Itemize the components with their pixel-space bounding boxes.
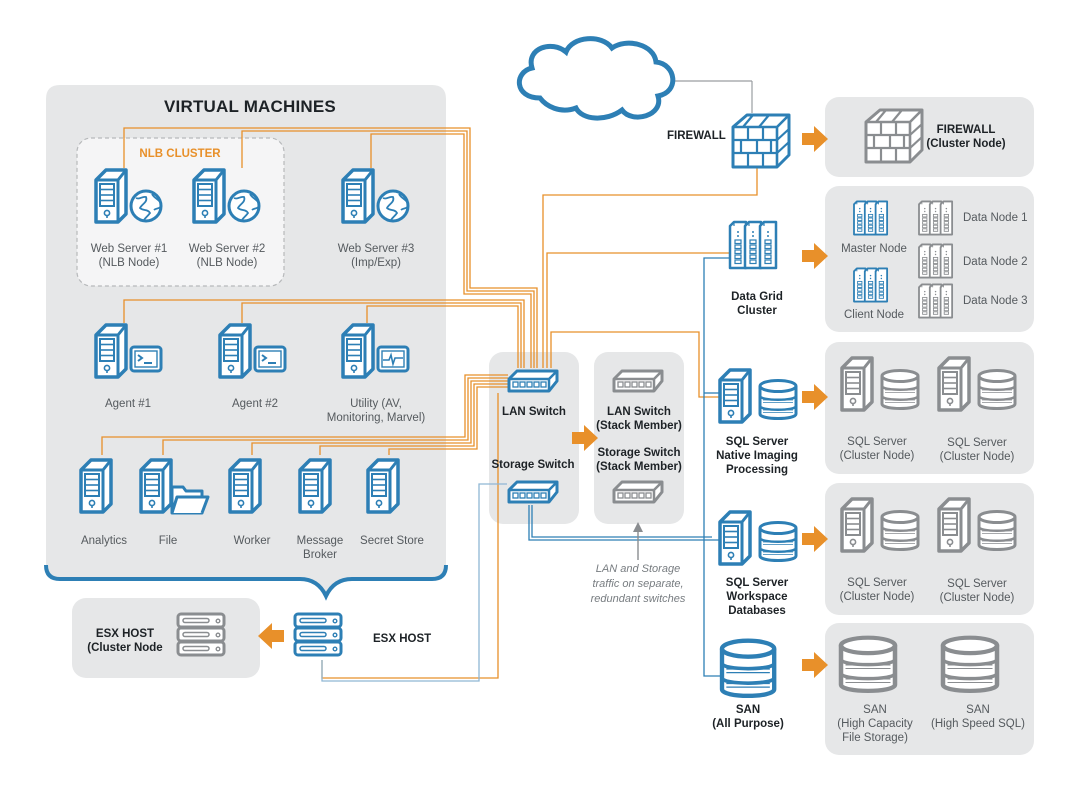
data-node-2-icon bbox=[919, 244, 952, 277]
san-all-purpose-icon bbox=[722, 641, 774, 696]
firewall-cluster-icon bbox=[864, 108, 924, 164]
agent-1-label[interactable]: Agent #1 bbox=[104, 398, 152, 410]
secret-store-label[interactable]: Secret Store bbox=[360, 535, 424, 547]
san-high-capacity-label[interactable]: SAN (High Capacity File Storage) bbox=[837, 704, 913, 744]
arrow-data-grid bbox=[802, 243, 828, 269]
virtual-machines-title: VIRTUAL MACHINES bbox=[164, 97, 336, 116]
worker-server-icon bbox=[228, 458, 262, 514]
worker-label[interactable]: Worker bbox=[233, 535, 271, 547]
storage-switch-stack-icon bbox=[612, 480, 664, 504]
firewall-icon bbox=[731, 113, 791, 169]
firewall-label[interactable]: FIREWALL bbox=[667, 130, 726, 142]
file-label[interactable]: File bbox=[158, 535, 178, 547]
utility-label[interactable]: Utility (AV, Monitoring, Marvel) bbox=[326, 398, 426, 424]
master-node-label[interactable]: Master Node bbox=[841, 243, 907, 255]
storage-switch-label[interactable]: Storage Switch bbox=[491, 459, 575, 471]
client-node-icon bbox=[854, 268, 887, 301]
sql-native-label[interactable]: SQL Server Native Imaging Processing bbox=[716, 436, 798, 476]
storage-connections bbox=[321, 257, 737, 682]
data-node-1-icon bbox=[919, 201, 952, 234]
client-node-label[interactable]: Client Node bbox=[843, 309, 905, 321]
arrow-firewall bbox=[802, 126, 828, 152]
sql-cluster-node-label[interactable]: SQL Server (Cluster Node) bbox=[939, 437, 1015, 463]
switch-redundancy-note: LAN and Storage traffic on separate, red… bbox=[590, 563, 686, 605]
message-broker-server-icon bbox=[298, 458, 332, 514]
web-server-2-label[interactable]: Web Server #2 (NLB Node) bbox=[188, 243, 266, 269]
san-high-speed-label[interactable]: SAN (High Speed SQL) bbox=[931, 704, 1025, 730]
arrow-sql-workspace bbox=[802, 526, 828, 552]
arrow-esx-cluster bbox=[258, 623, 284, 649]
nlb-cluster-group bbox=[76, 137, 285, 287]
storage-switch-icon bbox=[507, 480, 559, 504]
firewall-cluster-label[interactable]: FIREWALL (Cluster Node) bbox=[926, 124, 1006, 150]
web-server-3-label[interactable]: Web Server #3 (Imp/Exp) bbox=[337, 243, 415, 269]
nlb-cluster-title: NLB CLUSTER bbox=[139, 148, 221, 160]
analytics-label[interactable]: Analytics bbox=[80, 535, 128, 547]
lan-switch-stack-label[interactable]: LAN Switch (Stack Member) bbox=[596, 406, 682, 432]
sql-cluster-node-label[interactable]: SQL Server (Cluster Node) bbox=[839, 436, 915, 462]
sql-cluster-node-label[interactable]: SQL Server (Cluster Node) bbox=[939, 578, 1015, 604]
san-all-purpose-label[interactable]: SAN (All Purpose) bbox=[712, 704, 784, 730]
sql-cluster-node-label[interactable]: SQL Server (Cluster Node) bbox=[839, 577, 915, 603]
arrow-san bbox=[802, 652, 828, 678]
analytics-server-icon bbox=[79, 458, 113, 514]
sql-native-icon bbox=[718, 368, 798, 424]
storage-switch-stack-label[interactable]: Storage Switch (Stack Member) bbox=[596, 447, 682, 473]
data-node-3-icon bbox=[919, 284, 952, 317]
san-high-capacity-icon bbox=[841, 638, 895, 691]
esx-cluster-label[interactable]: ESX HOST (Cluster Node bbox=[87, 628, 163, 654]
web-server-1-label[interactable]: Web Server #1 (NLB Node) bbox=[90, 243, 168, 269]
agent-2-label[interactable]: Agent #2 bbox=[231, 398, 279, 410]
esx-cluster-icon bbox=[176, 612, 226, 657]
lan-connections bbox=[101, 127, 758, 679]
message-broker-label[interactable]: Message Broker bbox=[296, 535, 344, 561]
data-node-1-label[interactable]: Data Node 1 bbox=[963, 212, 1028, 224]
master-node-icon bbox=[854, 201, 887, 234]
secret-store-server-icon bbox=[366, 458, 400, 514]
data-grid-label[interactable]: Data Grid Cluster bbox=[731, 291, 783, 317]
lan-switch-icon bbox=[507, 369, 559, 393]
data-grid-cluster-icon bbox=[730, 222, 776, 268]
cloud-icon bbox=[516, 36, 676, 121]
sql-workspace-icon bbox=[718, 510, 798, 566]
annotation-pointer bbox=[633, 522, 643, 560]
data-node-3-label[interactable]: Data Node 3 bbox=[963, 295, 1028, 307]
esx-host-label[interactable]: ESX HOST bbox=[373, 633, 432, 645]
lan-switch-label[interactable]: LAN Switch bbox=[502, 406, 566, 418]
arrow-sql-native bbox=[802, 384, 828, 410]
lan-switch-stack-icon bbox=[612, 369, 664, 393]
san-high-speed-icon bbox=[943, 638, 997, 691]
sql-workspace-label[interactable]: SQL Server Workspace Databases bbox=[725, 577, 789, 617]
esx-host-icon bbox=[293, 612, 343, 657]
data-node-2-label[interactable]: Data Node 2 bbox=[963, 256, 1028, 268]
